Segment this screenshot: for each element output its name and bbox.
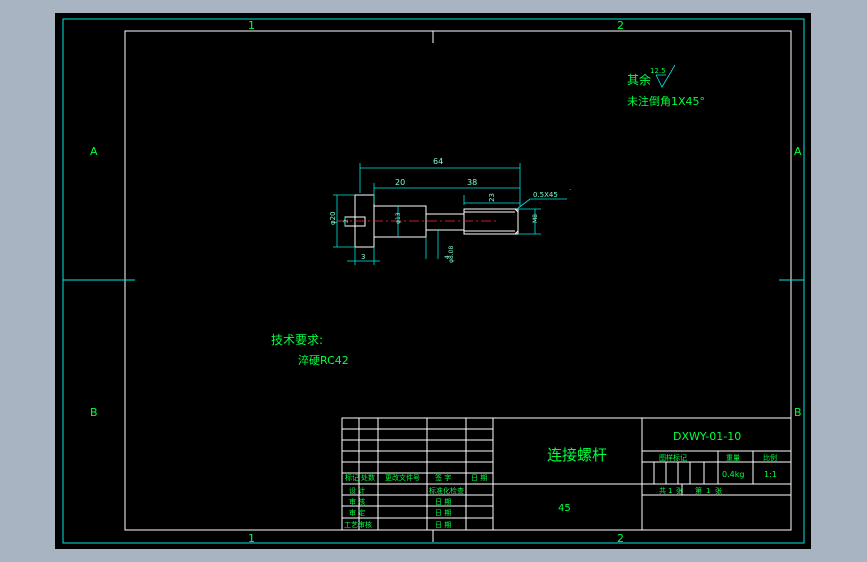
tb-date-1: 日 期 xyxy=(435,498,451,506)
tb-process: 工艺审核 xyxy=(344,520,372,529)
title-block: 标记 处数 更改文件号 签 字 日 期 设 计 标准化检查 审 核 日 期 审 … xyxy=(341,417,792,531)
tb-sheet-total: 1 xyxy=(668,487,672,495)
zone-bottom-2: 2 xyxy=(617,532,624,545)
tb-sheet-no-prefix: 第 xyxy=(695,486,702,495)
dim-thread: M8 xyxy=(532,214,539,223)
zone-left-b: B xyxy=(90,406,98,419)
tech-req-item: 淬硬RC42 xyxy=(298,353,349,367)
tb-weight-label: 重量 xyxy=(726,454,740,462)
part-thread xyxy=(463,208,519,235)
tb-header-count: 处数 xyxy=(361,473,375,482)
dim-undercut: 4 xyxy=(444,255,451,259)
chamfer-bottom xyxy=(514,230,519,235)
tb-sheet-total-suffix: 张 xyxy=(676,486,683,495)
tb-date-3: 日 期 xyxy=(435,521,451,529)
zone-right-a: A xyxy=(794,145,802,158)
tb-sheet-no-suffix: 张 xyxy=(715,486,722,495)
zone-bottom-1: 1 xyxy=(248,532,255,545)
tb-weight: 0.4kg xyxy=(722,470,744,479)
tb-date-2: 日 期 xyxy=(435,509,451,517)
chamfer-leader xyxy=(516,198,531,210)
tb-material: 45 xyxy=(558,503,571,514)
chamfer-top xyxy=(514,208,519,213)
tb-header-changeno: 更改文件号 xyxy=(385,473,420,482)
tb-header-mark: 标记 xyxy=(345,473,359,482)
zone-left-a: A xyxy=(90,145,98,158)
cad-viewport[interactable]: 1 2 1 2 A B A B 其余 12.5 未注倒角1X45° 技术要求: … xyxy=(55,13,811,549)
dim-thread-len: 23 xyxy=(488,193,496,202)
tb-scale-label: 比例 xyxy=(763,453,777,462)
dim-flange-thk: 3 xyxy=(361,253,365,261)
dim-segment-a: 20 xyxy=(395,178,405,187)
tb-header-sign: 签 字 xyxy=(435,473,451,482)
tb-review: 审 核 xyxy=(349,497,365,506)
part-neck xyxy=(425,213,465,231)
tb-scale: 1:1 xyxy=(764,470,777,479)
roughness-prefix: 其余 xyxy=(627,72,651,87)
tb-part-name: 连接螺杆 xyxy=(547,446,607,464)
chamfer-mark: · xyxy=(569,186,571,194)
dim-chamfer: 0.5X45 xyxy=(533,191,558,199)
zone-top-2: 2 xyxy=(617,19,624,32)
roughness-symbol xyxy=(655,64,676,88)
tb-header-date: 日 期 xyxy=(471,474,487,482)
dim-overall-length: 64 xyxy=(433,157,443,166)
dim-body-dia: φ13 xyxy=(395,212,402,224)
zone-right-b: B xyxy=(794,406,802,419)
tb-approve: 审 定 xyxy=(349,508,365,517)
tech-req-title: 技术要求: xyxy=(271,333,323,347)
dim-segment-b: 38 xyxy=(467,178,477,187)
dim-bore: 2 xyxy=(343,219,350,223)
chamfer-note: 未注倒角1X45° xyxy=(627,94,705,108)
tb-drawing-no: DXWY-01-10 xyxy=(673,430,741,443)
title-block-frame xyxy=(341,417,792,531)
dimension-layer: 64 20 38 23 0.5X45 · φ20 2 3 φ13 xyxy=(329,157,571,265)
engineering-drawing: 1 2 1 2 A B A B 其余 12.5 未注倒角1X45° 技术要求: … xyxy=(62,18,805,545)
part-view xyxy=(337,194,519,248)
tb-drawing-mark: 图样标记 xyxy=(659,453,687,462)
tb-std-check: 标准化检查 xyxy=(429,486,464,495)
outer-frame xyxy=(62,18,805,544)
tb-sheet-total-prefix: 共 xyxy=(659,486,666,495)
zone-top-1: 1 xyxy=(248,19,255,32)
roughness-value: 12.5 xyxy=(650,67,666,75)
dim-flange-dia: φ20 xyxy=(329,211,337,225)
dim-neck-dia: φ8.08 xyxy=(448,246,455,264)
tb-sheet-no: 1 xyxy=(706,487,710,495)
tb-design: 设 计 xyxy=(349,486,365,495)
